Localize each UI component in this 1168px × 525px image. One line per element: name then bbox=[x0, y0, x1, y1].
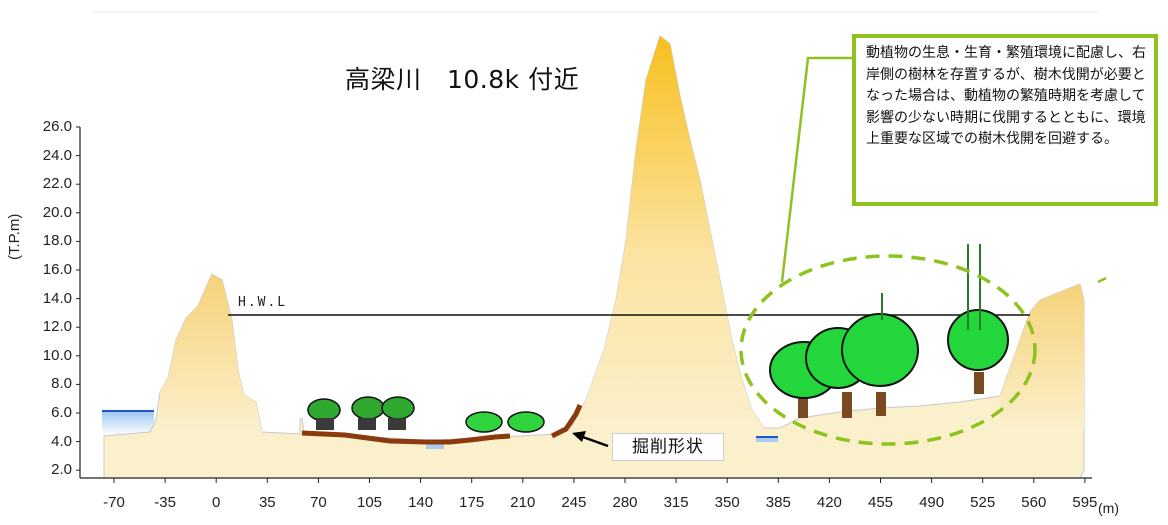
pool-3 bbox=[756, 437, 778, 442]
x-tick-label: 350 bbox=[714, 494, 740, 511]
tree-area-dashed-ellipse bbox=[739, 254, 1037, 446]
x-tick-label: 35 bbox=[258, 494, 276, 511]
x-tick-label: 105 bbox=[356, 494, 383, 511]
hwl-label: H.W.L bbox=[238, 295, 288, 310]
x-tick-label: 210 bbox=[510, 494, 536, 511]
x-tick-label: 455 bbox=[867, 494, 894, 511]
annotation-callout: 動植物の生息・生育・繁殖環境に配慮し、右岸側の樹林を存置するが、樹木伐開が必要と… bbox=[852, 34, 1158, 206]
x-tick-label: 490 bbox=[919, 494, 945, 511]
pool-1 bbox=[426, 441, 444, 449]
right-bank bbox=[1000, 284, 1084, 430]
x-tick-label: 420 bbox=[816, 494, 842, 511]
y-tick-label: 16.0 bbox=[42, 261, 72, 278]
callout-leader-stub bbox=[1097, 276, 1107, 284]
x-tick-label: 245 bbox=[561, 494, 587, 511]
x-tick-label: 280 bbox=[612, 494, 638, 511]
diagram-title: 高梁川 10.8k 付近 bbox=[345, 65, 580, 94]
callout-leader-line bbox=[780, 56, 852, 283]
excavation-arrow bbox=[579, 434, 609, 448]
y-tick-label: 4.0 bbox=[51, 432, 72, 450]
x-tick-label: 525 bbox=[970, 494, 996, 511]
y-tick-label: 8.0 bbox=[51, 375, 72, 393]
x-tick-label: 595 bbox=[1072, 494, 1098, 511]
shrub-group-middle bbox=[465, 411, 545, 433]
y-tick-label: 12.0 bbox=[42, 318, 72, 336]
tree-cluster-right bbox=[769, 244, 1009, 418]
y-tick-label: 6.0 bbox=[51, 404, 72, 421]
shrub-group-left bbox=[307, 396, 415, 430]
y-tick-marks bbox=[76, 126, 80, 471]
left-levee bbox=[160, 274, 262, 432]
x-tick-label: 315 bbox=[663, 494, 689, 511]
x-tick-label: -70 bbox=[103, 494, 125, 511]
y-tick-label: 26.0 bbox=[42, 118, 72, 135]
excavation-arrowhead bbox=[572, 431, 586, 442]
y-tick-label: 20.0 bbox=[42, 203, 72, 221]
x-tick-label: 175 bbox=[459, 494, 485, 511]
y-tick-label: 18.0 bbox=[42, 232, 72, 250]
y-tick-label: 10.0 bbox=[42, 346, 72, 364]
central-hill bbox=[572, 36, 764, 428]
x-tick-label: 385 bbox=[765, 494, 791, 511]
x-tick-label: -35 bbox=[154, 494, 176, 511]
y-tick-label: 22.0 bbox=[42, 175, 72, 193]
x-tick-label: 0 bbox=[212, 494, 221, 511]
x-axis-unit: (m) bbox=[1098, 500, 1119, 516]
excavation-shape bbox=[301, 403, 583, 445]
y-tick-label: 24.0 bbox=[42, 146, 72, 164]
excavation-shape-label: 掘削形状 bbox=[612, 433, 724, 461]
y-tick-label: 2.0 bbox=[51, 461, 72, 479]
x-tick-label: 70 bbox=[310, 494, 327, 511]
y-axis-label: (T.P.m) bbox=[6, 213, 23, 260]
y-tick-label: 14.0 bbox=[42, 289, 72, 307]
x-tick-marks bbox=[113, 478, 1086, 483]
x-tick-label: 560 bbox=[1021, 494, 1047, 511]
left-water bbox=[102, 411, 154, 435]
x-tick-label: 140 bbox=[408, 494, 434, 511]
